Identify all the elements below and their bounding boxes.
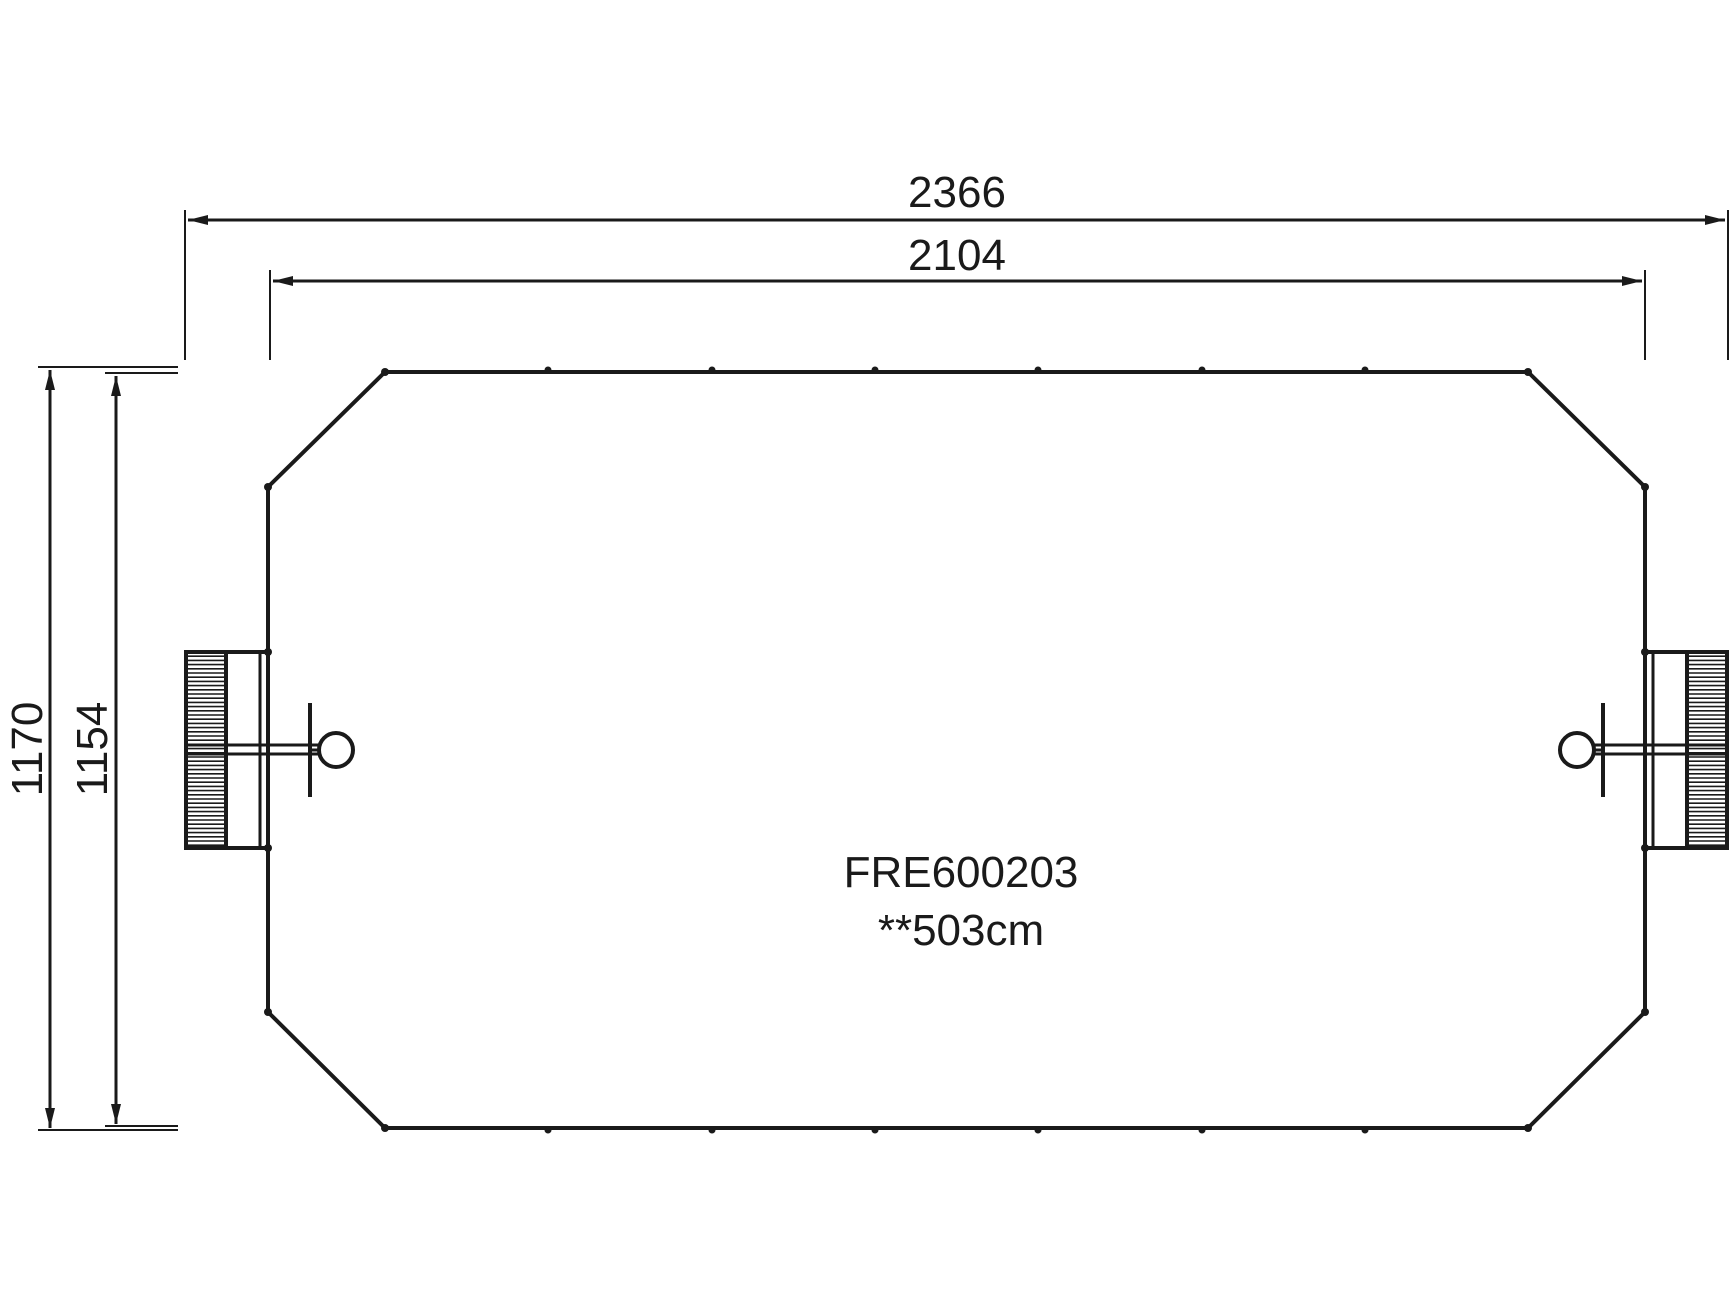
fence-post (264, 1008, 272, 1016)
dimension-label-overall-width: 2366 (908, 168, 1006, 217)
fence-post-markers (264, 366, 1649, 1134)
fence-post (1641, 1008, 1649, 1016)
fence-post (381, 368, 389, 376)
fence-post (264, 483, 272, 491)
fence-post (544, 366, 552, 374)
left-hoop-rim (317, 731, 355, 769)
fence-post (1524, 368, 1532, 376)
right-goal-structure (1558, 650, 1729, 850)
fence-post (1524, 1124, 1532, 1132)
fence-post (1034, 366, 1042, 374)
fence-post (871, 366, 879, 374)
height-note-label: **503cm (878, 906, 1044, 955)
fence-post (1361, 366, 1369, 374)
product-code-label: FRE600203 (844, 848, 1079, 897)
fence-post (1198, 1126, 1206, 1134)
fence-post (708, 366, 716, 374)
fence-post (708, 1126, 716, 1134)
court-outline (266, 370, 1647, 1130)
right-hoop-rim (1558, 731, 1596, 769)
dimension-label-inner-width: 2104 (908, 231, 1006, 280)
dimension-label-inner-height: 1154 (68, 702, 117, 797)
fence-post (1641, 483, 1649, 491)
left-goal-hatch (186, 655, 226, 847)
fence-post (381, 1124, 389, 1132)
fence-post (871, 1126, 879, 1134)
left-goal-structure (184, 650, 355, 850)
dimension-label-overall-height: 1170 (3, 702, 52, 797)
fence-post (1198, 366, 1206, 374)
fence-post (1034, 1126, 1042, 1134)
fence-post (1361, 1126, 1369, 1134)
fence-post (544, 1126, 552, 1134)
right-goal-hatch (1687, 655, 1727, 847)
